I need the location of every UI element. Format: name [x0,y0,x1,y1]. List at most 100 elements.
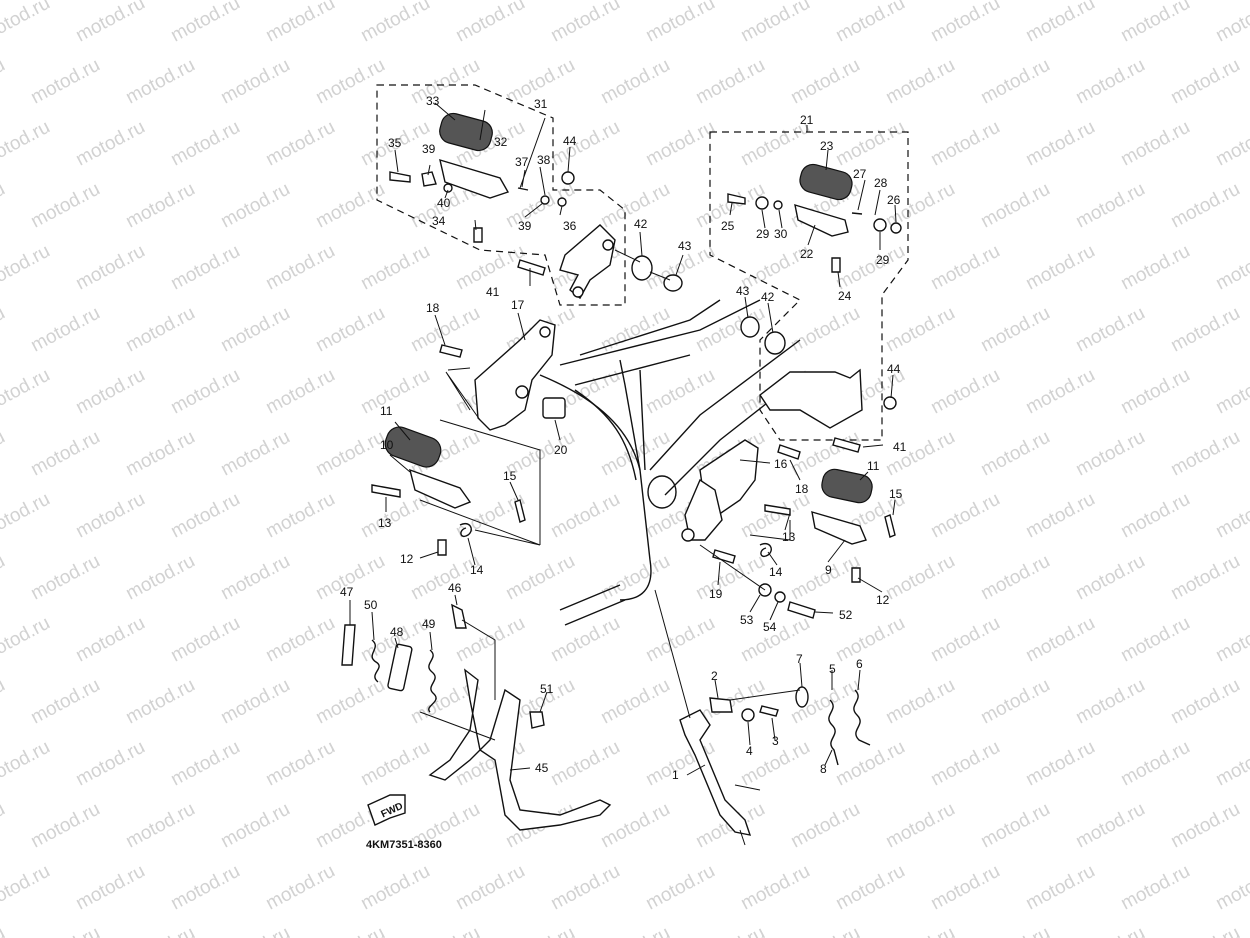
footrest-9 [811,511,867,545]
watermark-text: motod.ru [642,861,718,915]
callout-22: 22 [800,247,814,261]
callout-39b: 39 [518,219,532,233]
watermark-text: motod.ru [0,117,54,171]
watermark-text: motod.ru [1212,737,1250,791]
watermark-text: motod.ru [1022,365,1098,419]
watermark-text: motod.ru [167,613,243,667]
watermark-text: motod.ru [692,55,768,109]
callout-18a: 18 [426,301,440,315]
watermark-text: motod.ru [1072,55,1148,109]
watermark-text: motod.ru [692,923,768,938]
watermark-text: motod.ru [452,861,528,915]
watermark-text: motod.ru [547,0,623,46]
watermark-text: motod.ru [1117,489,1193,543]
watermark-text: motod.ru [1117,365,1193,419]
watermark-text: motod.ru [27,55,103,109]
nut-51 [529,711,545,729]
watermark-text: motod.ru [0,303,9,357]
footrest-32 [439,158,510,199]
bolt-25 [727,193,746,205]
watermark-text: motod.ru [882,923,958,938]
watermark-text: motod.ru [262,737,338,791]
callout-52: 52 [839,608,853,622]
watermark-text: motod.ru [547,489,623,543]
spring-14a [459,523,472,537]
washer-4 [741,708,755,722]
callout-48: 48 [390,625,404,639]
watermark-text: motod.ru [357,365,433,419]
watermark-text: motod.ru [262,0,338,46]
washer-29b [873,218,887,232]
cotter-15b [884,514,896,538]
watermark-text: motod.ru [1117,0,1193,46]
collar-48 [387,643,413,692]
watermark-text: motod.ru [122,303,198,357]
watermark-text: motod.ru [1167,675,1243,729]
watermark-text: motod.ru [597,923,673,938]
watermark-text: motod.ru [1167,551,1243,605]
callout-14b: 14 [769,565,783,579]
watermark-text: motod.ru [882,799,958,853]
callout-51: 51 [540,682,554,696]
callout-35: 35 [388,136,402,150]
watermark-text: motod.ru [0,551,9,605]
bolt-18b [777,444,801,460]
watermark-text: motod.ru [217,427,293,481]
callout-20: 20 [554,443,568,457]
bolt-46 [451,603,467,629]
watermark-text: motod.ru [0,427,9,481]
watermark-text: motod.ru [122,55,198,109]
watermark-text: motod.ru [407,551,483,605]
watermark-text: motod.ru [927,241,1003,295]
callout-2: 2 [711,669,718,683]
watermark-text: motod.ru [167,737,243,791]
watermark-text: motod.ru [312,675,388,729]
callout-29b: 29 [876,253,890,267]
callout-33: 33 [426,94,440,108]
washer-44a [561,171,575,185]
watermark-text: motod.ru [122,427,198,481]
callout-3: 3 [772,734,779,748]
watermark-text: motod.ru [357,737,433,791]
callout-43b: 43 [736,284,750,298]
bolt-52 [787,601,816,619]
watermark-text: motod.ru [927,861,1003,915]
watermark-text: motod.ru [737,861,813,915]
side-stand-1 [679,709,752,836]
collar-43a [663,274,683,292]
callout-53: 53 [740,613,754,627]
callout-44a: 44 [563,134,577,148]
callout-23: 23 [820,139,834,153]
main-stand-group [341,594,612,831]
footrest-rubber-11b [821,468,873,504]
cotter-15a [514,499,526,523]
watermark-text: motod.ru [977,303,1053,357]
callout-28: 28 [874,176,888,190]
watermark-text: motod.ru [262,117,338,171]
bolt-34 [473,227,483,243]
watermark-text: motod.ru [1117,861,1193,915]
watermark-text: motod.ru [737,0,813,46]
watermark-text: motod.ru [547,861,623,915]
pin-13b [764,504,791,516]
watermark-text: motod.ru [832,0,908,46]
watermark-text: motod.ru [832,117,908,171]
watermark-text: motod.ru [1212,365,1250,419]
watermark-text: motod.ru [927,117,1003,171]
bracket-2 [709,697,733,713]
watermark-text: motod.ru [27,303,103,357]
watermark-text: motod.ru [312,427,388,481]
watermark-text: motod.ru [1167,55,1243,109]
side-stand-group [654,589,871,846]
watermark-text: motod.ru [882,675,958,729]
washer-29a [755,196,769,210]
watermark-text: motod.ru [547,613,623,667]
watermark-text: motod.ru [217,799,293,853]
watermark-text: motod.ru [72,0,148,46]
footrest-bracket-17 [474,319,556,431]
watermark-text: motod.ru [977,179,1053,233]
watermark-text: motod.ru [547,117,623,171]
watermark-text: motod.ru [642,0,718,46]
callout-27: 27 [853,167,867,181]
watermark-text: motod.ru [0,737,54,791]
